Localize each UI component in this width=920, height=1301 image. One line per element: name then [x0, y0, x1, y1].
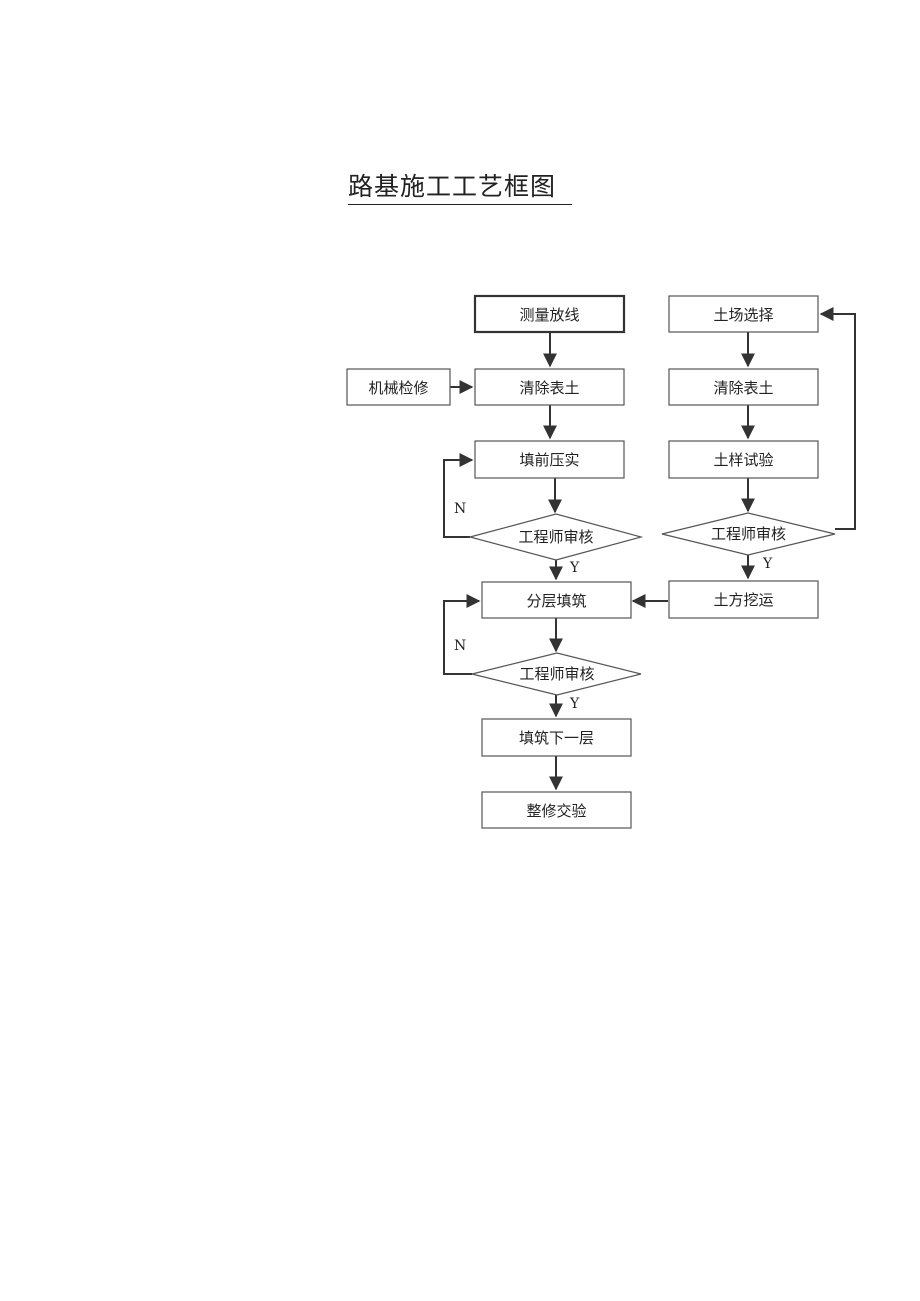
loop-review2-to-layer [443, 594, 481, 675]
connectors [443, 307, 856, 791]
svg-text:测量放线: 测量放线 [519, 306, 579, 324]
svg-text:土方挖运: 土方挖运 [713, 591, 773, 609]
svg-text:清除表土: 清除表土 [519, 379, 579, 397]
svg-text:土场选择: 土场选择 [713, 306, 773, 324]
label-y-right: Y [762, 556, 773, 572]
svg-text:清除表土: 清除表土 [713, 379, 773, 397]
node-review-left-1: 工程师审核 [467, 513, 644, 561]
node-clear-right: 清除表土 [668, 368, 819, 406]
loop-review-right-to-borrow [819, 307, 856, 530]
node-soil-test: 土样试验 [668, 440, 819, 479]
node-review-left-2: 工程师审核 [471, 652, 642, 696]
svg-text:工程师审核: 工程师审核 [519, 665, 594, 683]
node-finish: 整修交验 [481, 791, 632, 829]
svg-text:整修交验: 整修交验 [526, 802, 586, 820]
label-y-1: Y [569, 560, 580, 576]
node-next-layer: 填筑下一层 [481, 718, 632, 757]
svg-text:工程师审核: 工程师审核 [711, 525, 786, 543]
node-machine: 机械检修 [346, 368, 451, 406]
node-excavate: 土方挖运 [668, 580, 819, 619]
svg-text:工程师审核: 工程师审核 [518, 528, 593, 546]
svg-text:分层填筑: 分层填筑 [526, 592, 586, 610]
node-clear-left: 清除表土 [474, 368, 625, 406]
node-borrow-select: 土场选择 [668, 295, 819, 333]
node-review-right: 工程师审核 [661, 512, 836, 556]
svg-text:填筑下一层: 填筑下一层 [519, 729, 594, 747]
label-n-1: N [454, 501, 466, 517]
label-n-2: N [454, 638, 466, 654]
page-title: 路基施工工艺框图 [348, 170, 572, 205]
node-compact: 填前压实 [474, 440, 625, 479]
loop-review1-to-compact [443, 453, 474, 538]
node-survey: 测量放线 [473, 294, 626, 334]
svg-text:填前压实: 填前压实 [519, 451, 579, 469]
svg-text:土样试验: 土样试验 [713, 451, 773, 469]
svg-text:机械检修: 机械检修 [368, 379, 428, 397]
label-y-2: Y [569, 696, 580, 712]
node-layer-fill: 分层填筑 [481, 581, 632, 619]
